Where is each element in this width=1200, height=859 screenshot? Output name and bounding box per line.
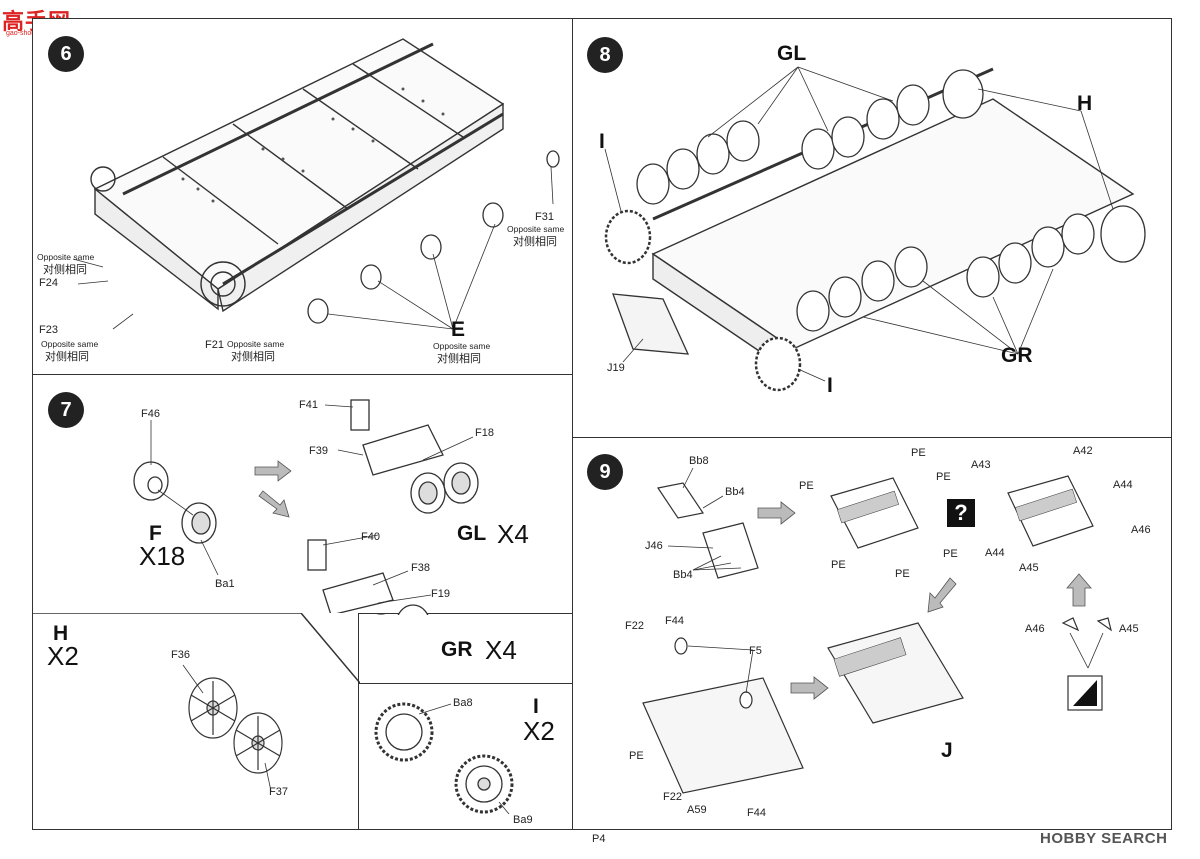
label-a44-a: A44	[1113, 479, 1133, 491]
label-f31-cn: 对侧相同	[513, 236, 557, 248]
label-f23-en: Opposite same	[41, 339, 99, 349]
label-f19: F19	[431, 588, 450, 600]
label-gr: GR	[441, 638, 473, 661]
step-6-hull-diagram	[72, 38, 560, 330]
label-f24-cn: 对侧相同	[43, 264, 87, 276]
label-h: H	[53, 622, 69, 645]
step-h-idler-diagram	[33, 613, 360, 792]
label-a45-b: A45	[1119, 623, 1139, 635]
label-pe-2: PE	[911, 447, 926, 459]
brand-watermark: HOBBY SEARCH	[1040, 830, 1168, 847]
step-6-panel: 6 F31 Opposite same 对侧相同 Opposite same 对…	[32, 18, 573, 375]
label-f5: F5	[749, 645, 762, 657]
label-ba8: Ba8	[453, 697, 473, 709]
label-e: E	[451, 318, 466, 341]
label-f24-en: Opposite same	[37, 252, 95, 262]
label-a42: A42	[1073, 445, 1093, 457]
label-f31: F31	[535, 211, 554, 223]
label-pe-1: PE	[799, 480, 814, 492]
label-bb4-a: Bb4	[725, 486, 745, 498]
label-f23-cn: 对侧相同	[45, 351, 89, 363]
label-bb8: Bb8	[689, 455, 709, 467]
label-gl: GL	[457, 522, 487, 545]
label-gl-qty: X4	[497, 519, 529, 549]
label-pe-6: PE	[943, 548, 958, 560]
label-f38: F38	[411, 562, 430, 574]
step-i-panel: Ba8 I X2 Ba9	[358, 683, 573, 830]
label-f36: F36	[171, 649, 190, 661]
label-ba9: Ba9	[513, 814, 533, 826]
label-a46-b: A46	[1025, 623, 1045, 635]
label-f44-a: F44	[665, 615, 684, 627]
label-f21-en: Opposite same	[227, 339, 285, 349]
label-gr-qty: X4	[485, 635, 517, 665]
step-7-wheel-diagram	[133, 399, 479, 615]
label-j46: J46	[645, 540, 663, 552]
step-7-panel: 7 F46 F X18 Ba1 F41 F39 F18 GL X4 F40 F3…	[32, 374, 573, 663]
label-f21: F21	[205, 339, 224, 351]
label-gr-step8: GR	[1001, 344, 1033, 367]
label-ba1: Ba1	[215, 578, 235, 590]
label-e-cn: 对侧相同	[437, 353, 481, 365]
step-7-number: 7	[48, 392, 84, 428]
label-f41: F41	[299, 399, 318, 411]
label-h-qty: X2	[47, 641, 79, 671]
label-f18: F18	[475, 427, 494, 439]
label-pe-3: PE	[936, 471, 951, 483]
watermark-url: gao-shou.com	[6, 30, 51, 37]
label-f-qty: X18	[139, 541, 186, 571]
label-f23: F23	[39, 324, 58, 336]
label-f46: F46	[141, 408, 160, 420]
label-i-qty: X2	[523, 716, 555, 746]
label-gl-step8: GL	[777, 42, 807, 65]
label-a43: A43	[971, 459, 991, 471]
label-a45-a: A45	[1019, 562, 1039, 574]
label-f-big: F	[149, 522, 162, 545]
step-9-fender-diagram	[642, 467, 1112, 794]
unknown-icon: ?	[947, 499, 975, 527]
label-f31-en: Opposite same	[507, 224, 565, 234]
label-f44-b: F44	[747, 807, 766, 819]
label-i-bottom: I	[827, 374, 833, 397]
step-8-panel: 8 GL H I I GR J19	[572, 18, 1172, 438]
label-pe-7: PE	[629, 750, 644, 762]
label-f22-b: F22	[663, 791, 682, 803]
label-pe-5: PE	[895, 568, 910, 580]
label-f21-cn: 对侧相同	[231, 351, 275, 363]
step-i-sprocket-diagram	[374, 702, 514, 815]
label-i-top: I	[599, 130, 605, 153]
label-f22-a: F22	[625, 620, 644, 632]
step-9-number: 9	[587, 454, 623, 490]
label-e-en: Opposite same	[433, 341, 491, 351]
step-h-panel: H X2 F36 F37	[32, 613, 360, 830]
label-j19: J19	[607, 362, 625, 374]
step-9-panel: 9 Bb8 Bb4 J46 Bb4 PE PE PE PE PE PE ? A4…	[572, 437, 1172, 830]
page-number: P4	[592, 833, 606, 845]
label-a44-b: A44	[985, 547, 1005, 559]
label-a59: A59	[687, 804, 707, 816]
label-bb4-b: Bb4	[673, 569, 693, 581]
label-f37: F37	[269, 786, 288, 798]
label-pe-4: PE	[831, 559, 846, 571]
label-f39: F39	[309, 445, 328, 457]
label-a46-a: A46	[1131, 524, 1151, 536]
step-8-running-gear-diagram	[604, 66, 1146, 392]
step-6-number: 6	[48, 36, 84, 72]
label-f40: F40	[361, 531, 380, 543]
label-i: I	[533, 695, 539, 718]
label-f24: F24	[39, 277, 58, 289]
label-j: J	[941, 739, 953, 762]
step-8-number: 8	[587, 37, 623, 73]
label-h-step8: H	[1077, 92, 1093, 115]
